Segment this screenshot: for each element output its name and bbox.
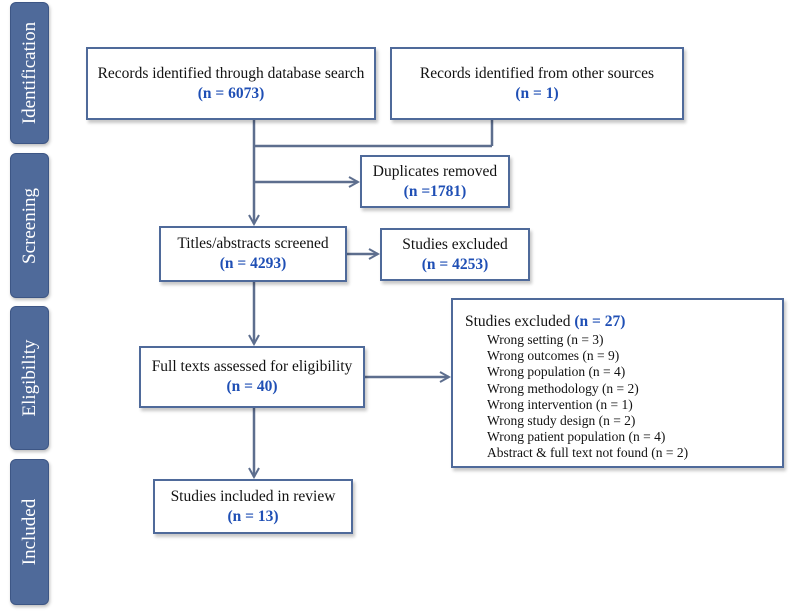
box-excluded-full-text-count: (n = 27) [574,313,626,330]
exclusion-reason: Abstract & full text not found (n = 2) [487,445,689,461]
exclusion-reason: Wrong study design (n = 2) [487,413,636,429]
box-duplicates-removed: Duplicates removed (n =1781) [360,155,510,208]
exclusion-reason: Wrong intervention (n = 1) [487,396,633,412]
box-included: Studies included in review (n = 13) [153,479,353,534]
box-included-count: (n = 13) [227,507,279,525]
stage-included: Included [10,459,49,605]
box-studies-excluded-screening: Studies excluded (n = 4253) [380,228,530,281]
box-included-label: Studies included in review [170,487,336,505]
box-duplicates-removed-count: (n =1781) [403,182,467,200]
stage-identification: Identification [10,2,49,144]
box-excluded-full-text-label: Studies excluded [465,313,571,330]
exclusion-reason: Wrong setting (n = 3) [487,332,604,347]
box-studies-excluded-screening-label: Studies excluded [402,235,508,253]
box-titles-screened-count: (n = 4293) [219,255,287,272]
box-excluded-full-text-header: Studies excluded (n = 27) [465,312,625,332]
exclusion-reason: Wrong outcomes (n = 9) [487,348,620,364]
exclusion-reason: Wrong methodology (n = 2) [487,380,639,396]
box-database-search-count: (n = 6073) [197,84,265,102]
box-database-search-label: Records identified through database sear… [97,64,365,82]
box-full-texts-count: (n = 40) [226,378,278,395]
exclusion-reason: Wrong population (n = 4) [487,364,626,380]
box-full-texts-label: Full texts assessed for eligibility [151,358,353,375]
box-other-sources-count: (n = 1) [515,84,559,102]
box-database-search: Records identified through database sear… [86,47,376,120]
box-other-sources-label: Records identified from other sources [419,64,655,82]
box-duplicates-removed-label: Duplicates removed [372,162,498,180]
box-other-sources: Records identified from other sources (n… [390,47,684,120]
box-full-texts: Full texts assessed for eligibility (n =… [139,346,365,408]
box-excluded-full-text: Studies excluded (n = 27) Wrong setting … [451,298,784,468]
box-titles-screened: Titles/abstracts screened (n = 4293) [159,226,347,282]
box-studies-excluded-screening-count: (n = 4253) [421,255,489,273]
stage-eligibility: Eligibility [10,306,49,450]
exclusion-reasons-list: Wrong setting (n = 3) Wrong outcomes (n … [465,332,688,462]
stage-screening: Screening [10,153,49,298]
box-titles-screened-label: Titles/abstracts screened [177,235,329,252]
exclusion-reason: Wrong patient population (n = 4) [487,429,666,445]
